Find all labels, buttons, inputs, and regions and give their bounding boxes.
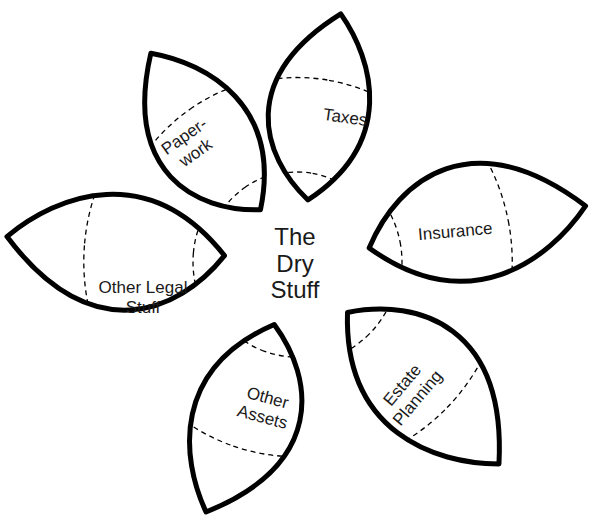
petal-text: Other Legal Stuff bbox=[94, 278, 192, 317]
petal bbox=[0, 24, 528, 493]
petal bbox=[0, 0, 557, 522]
petal-label: Other Legal Stuff bbox=[94, 278, 192, 317]
center-title: The Dry Stuff bbox=[264, 224, 326, 303]
